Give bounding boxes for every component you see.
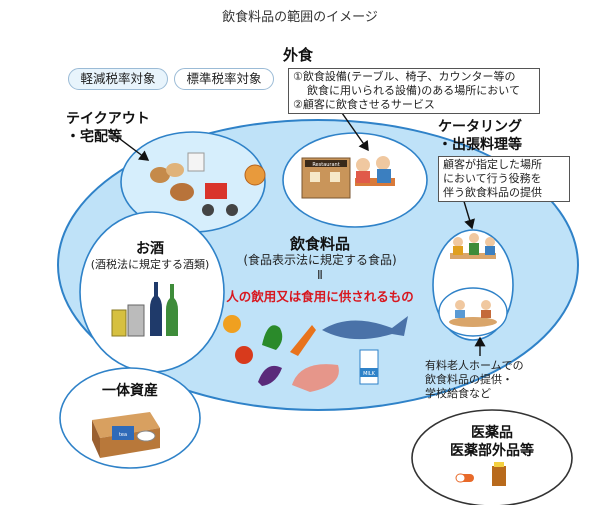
takeout-arrow [107,129,150,161]
bundled-asset-heading: 一体資産 [102,383,158,399]
milk-label: MILK [363,371,376,377]
medicine-illustration [455,462,506,486]
catering-definition-box: 顧客が指定した場所 において行う役務を 伴う飲食料品の提供 [438,156,570,202]
medicine-heading: 医薬品 医薬部外品等 [430,424,554,460]
nursing-note-line3: 学校給食など [425,387,491,400]
nursing-note-line1: 有料老人ホームでの [425,359,524,372]
nursing-illustration [449,300,497,327]
legend-reduced-tax: 軽減税率対象 [68,68,168,90]
alcohol-illustration [111,282,178,337]
bundled-asset-illustration: tea [92,412,160,458]
restaurant-arrow [341,112,369,152]
tea-label: tea [119,432,127,438]
page-title: 飲食料品の範囲のイメージ [222,10,378,25]
food-illustration: MILK [223,315,408,392]
medicine-heading-line1: 医薬品 [471,425,513,441]
nursing-note-line2: 飲食料品の提供・ [425,373,513,386]
legend-standard-tax: 標準税率対象 [174,68,274,90]
nursing-ellipse [438,287,508,337]
alcohol-heading: お酒 [136,241,164,257]
takeout-illustration [150,152,266,216]
restaurant-heading: 外食 [283,46,314,64]
catering-definition-line3: 伴う飲食料品の提供 [443,186,542,199]
food-heading: 飲食料品 [289,235,350,253]
food-definition: 人の飲用又は食用に供されるもの [226,289,414,304]
catering-arrow [462,197,475,230]
takeout-heading: テイクアウト ・宅配等 [66,110,150,146]
food-subheading: (食品表示法に規定する食品) [243,253,397,267]
catering-heading-line2: ・出張料理等 [438,137,522,153]
takeout-heading-line2: ・宅配等 [66,129,122,145]
catering-illustration [450,233,496,259]
medicine-ellipse [411,409,573,505]
restaurant-illustration: Restaurant [301,156,395,199]
restaurant-definition-line2: 飲食に用いられる設備)のある場所において [307,84,520,97]
nursing-note: 有料老人ホームでの 飲食料品の提供・ 学校給食など [425,359,565,401]
catering-definition-line1: 顧客が指定した場所 [443,158,542,171]
takeout-heading-line1: テイクアウト [66,111,150,127]
catering-heading: ケータリング ・出張料理等 [438,118,522,154]
catering-definition-line2: において行う役務を [443,172,542,185]
restaurant-definition-box: ①飲食設備(テーブル、椅子、カウンター等の 飲食に用いられる設備)のある場所にお… [288,68,540,114]
medicine-heading-line2: 医薬部外品等 [450,443,534,459]
equals-sign: Ⅱ [317,268,323,282]
restaurant-definition-line3: ②顧客に飲食させるサービス [293,98,435,111]
alcohol-subheading: (酒税法に規定する酒類) [90,258,210,271]
catering-heading-line1: ケータリング [438,119,522,135]
restaurant-definition-line1: ①飲食設備(テーブル、椅子、カウンター等の [293,70,516,83]
restaurant-sign-text: Restaurant [312,162,339,168]
